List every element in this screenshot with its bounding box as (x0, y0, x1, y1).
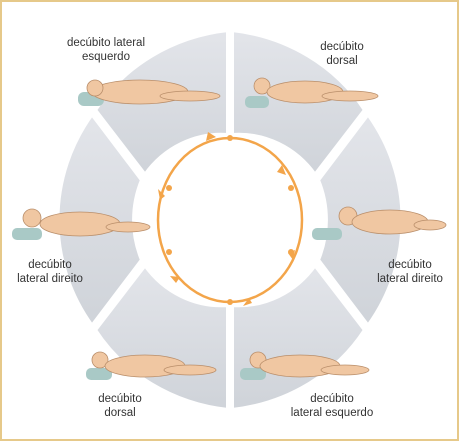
cycle-node-3 (288, 249, 294, 255)
body-figure-icon (40, 212, 120, 236)
pillow-icon (245, 96, 269, 108)
label-bottom-left: decúbito dorsal (60, 392, 180, 420)
label-bottom-left-line1: decúbito (60, 392, 180, 406)
label-bottom-right: decúbito lateral esquerdo (272, 392, 392, 420)
label-top-right-line2: dorsal (282, 54, 402, 68)
label-bottom-right-line1: decúbito (272, 392, 392, 406)
cycle-node-1 (227, 135, 233, 141)
label-bottom-right-line2: lateral esquerdo (272, 406, 392, 420)
label-right-line2: lateral direito (350, 272, 459, 286)
label-top-left: decúbito lateral esquerdo (46, 36, 166, 64)
label-left: decúbito lateral direito (0, 258, 110, 286)
label-right-line1: decúbito (350, 258, 459, 272)
cycle-node-5 (166, 249, 172, 255)
legs-icon (164, 365, 216, 375)
figure-bottom-right (240, 352, 369, 380)
label-top-right: decúbito dorsal (282, 40, 402, 68)
pillow-icon (12, 228, 42, 240)
label-top-right-line1: decúbito (282, 40, 402, 54)
pillow-icon (312, 228, 342, 240)
head-icon (23, 209, 41, 227)
legs-icon (322, 91, 378, 101)
label-bottom-left-line2: dorsal (60, 406, 180, 420)
arrowhead-bottom-left (170, 276, 180, 283)
label-right: decúbito lateral direito (350, 258, 459, 286)
label-left-line2: lateral direito (0, 272, 110, 286)
legs-icon (321, 365, 369, 375)
label-top-left-line2: esquerdo (46, 50, 166, 64)
cycle-node-2 (288, 185, 294, 191)
legs-icon (414, 220, 446, 230)
cycle-node-6 (166, 185, 172, 191)
label-left-line1: decúbito (0, 258, 110, 272)
cycle-node-4 (227, 299, 233, 305)
legs-icon (160, 91, 220, 101)
legs-icon (106, 222, 150, 232)
head-icon (87, 80, 103, 96)
label-top-left-line1: decúbito lateral (46, 36, 166, 50)
